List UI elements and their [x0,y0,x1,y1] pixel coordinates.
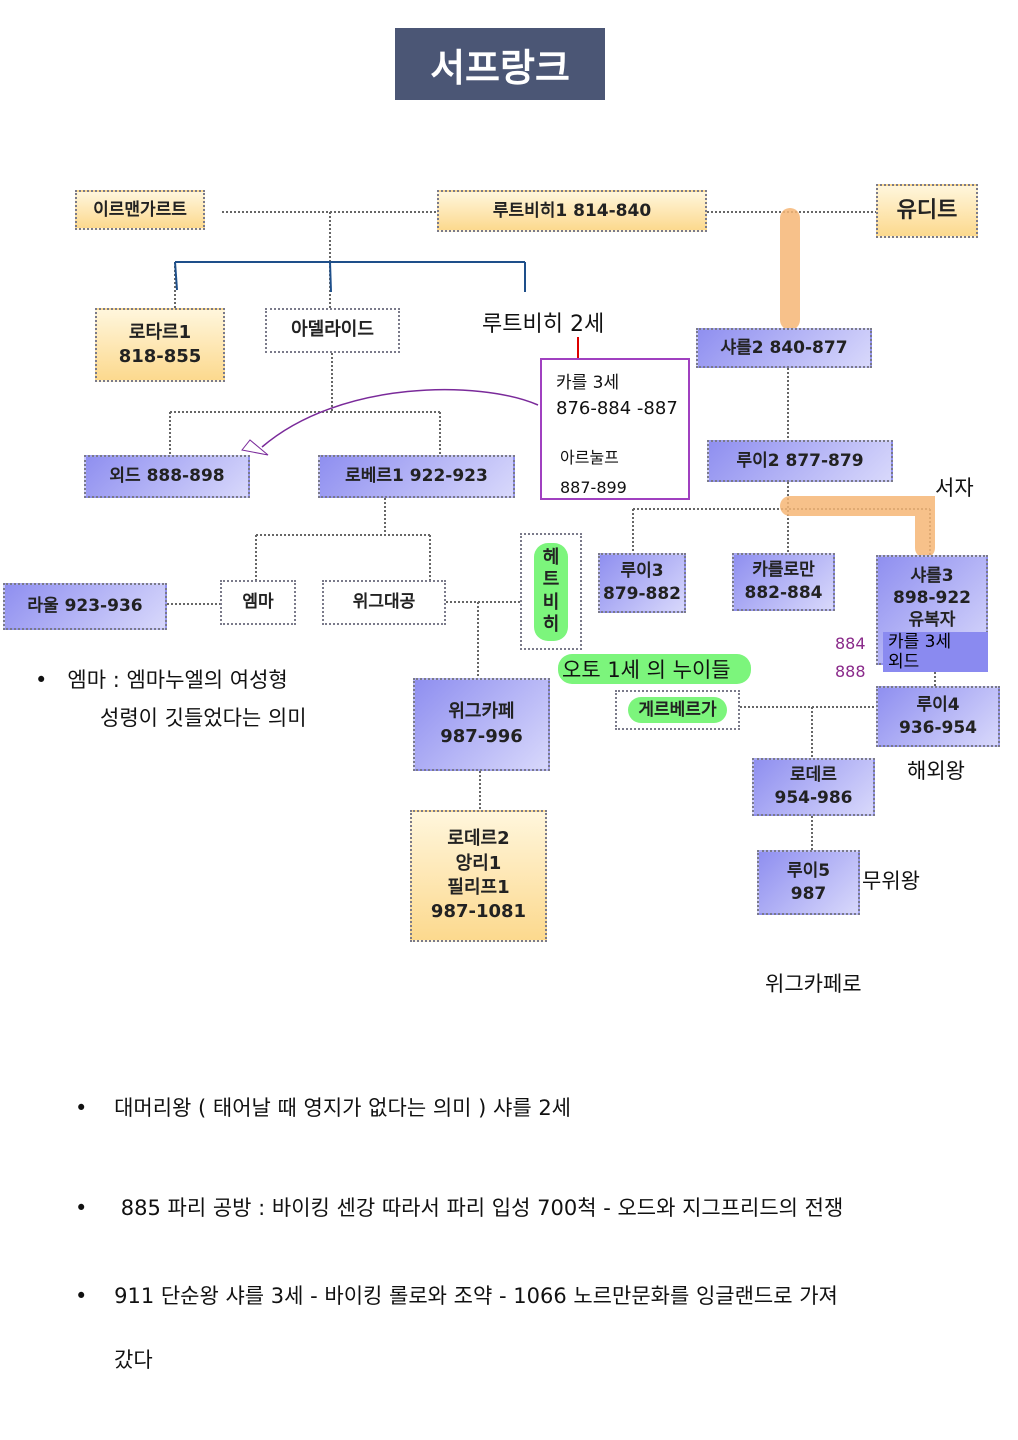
name: 게르베르가 [628,696,727,724]
name: 샤를3 [910,566,954,586]
node-raoul: 라울 923-936 [3,583,167,630]
node-irmengard: 이르맨가르트 [75,190,205,230]
bullet-2: • 885 파리 공방 : 바이킹 센강 따라서 파리 입성 700척 - 오드… [75,1196,844,1220]
char: 트 [542,569,560,590]
label-illegitimate: 서자 [935,476,974,500]
text: 911 단순왕 샤를 3세 - 바이킹 롤로와 조약 - 1066 노르만문화를… [114,1284,838,1308]
label-overseas: 해외왕 [907,759,965,783]
name: 카를 3세 [556,373,620,393]
years: 987 [790,883,827,904]
line: 987-1081 [430,901,527,923]
label-do-nothing: 무위왕 [862,869,920,893]
years: 876-884 -887 [556,398,678,419]
charles-the-fat-box: 카를 3세 876-884 -887 아르눌프 887-899 [540,358,690,500]
years: 818-855 [118,346,202,367]
name: 카를로만 [752,560,815,581]
name: 루이5 [786,860,831,881]
text: 대머리왕 ( 태어날 때 영지가 없다는 의미 ) 샤를 2세 [114,1096,571,1120]
node-odo: 외드 888-898 [84,455,250,498]
label-louis-the-german: 루트비히 2세 [482,312,605,337]
bullet-3-cont: 갔다 [114,1348,153,1372]
page-title: 서프랑크 [395,28,605,100]
line: 필리프1 [447,877,510,898]
node-lothar1: 로타르1 818-855 [95,308,225,382]
name: 루이3 [620,561,664,582]
text: 외드 [888,652,920,672]
text: 885 파리 공방 : 바이킹 센강 따라서 파리 입성 700척 - 오드와 … [120,1196,844,1220]
hand-884: 884 [835,634,866,653]
node-adelaide: 아델라이드 [265,308,400,353]
node-emma: 엠마 [220,580,296,625]
years: 879-882 [602,584,682,604]
arnulf: 아르눌프 [560,448,619,467]
line: 로데르2 [447,828,510,850]
node-judith: 유디트 [876,184,978,238]
years: 898-922 [892,588,972,609]
bullet-3: • 911 단순왕 샤를 3세 - 바이킹 롤로와 조약 - 1066 노르만문… [75,1284,838,1308]
node-robert1: 로베르1 922-923 [318,455,515,498]
bullet-1: • 대머리왕 ( 태어날 때 영지가 없다는 의미 ) 샤를 2세 [75,1096,571,1120]
name: 로타르1 [128,321,192,343]
node-louis-the-stammerer: 루이2 877-879 [707,440,893,482]
line: 엠마 : 엠마누엘의 여성형 [67,668,288,692]
label-to-capet: 위그카페로 [765,972,862,996]
tree-connectors [167,208,936,850]
name: 위그카페 [448,701,515,723]
emma-note: • 엠마 : 엠마누엘의 여성형 [35,668,288,692]
epithet: 유복자 [908,610,956,631]
name: 루이4 [916,694,960,715]
emma-note-line2: 성령이 깃들었다는 의미 [100,706,307,730]
years: 987-996 [440,725,523,747]
label-otto-sisters: 오토 1세 의 누이들 [558,654,751,684]
name: 로데르 [790,765,837,786]
char: 히 [542,614,560,635]
line: 앙리1 [455,852,502,874]
arnulf-years: 887-899 [560,478,627,497]
years: 954-986 [774,788,853,808]
char: 비 [542,591,560,613]
years: 882-884 [744,583,823,603]
node-charles-the-bald: 샤를2 840-877 [696,328,872,368]
char: 헤 [542,546,560,568]
node-hugh-the-great: 위그대공 [322,580,446,625]
years: 936-954 [898,717,978,738]
hand-888: 888 [835,662,866,681]
text: 카를 3세 [888,632,952,652]
node-gerberga: 게르베르가 [615,690,740,730]
node-louis-the-pious: 루트비히1 814-840 [437,190,707,232]
